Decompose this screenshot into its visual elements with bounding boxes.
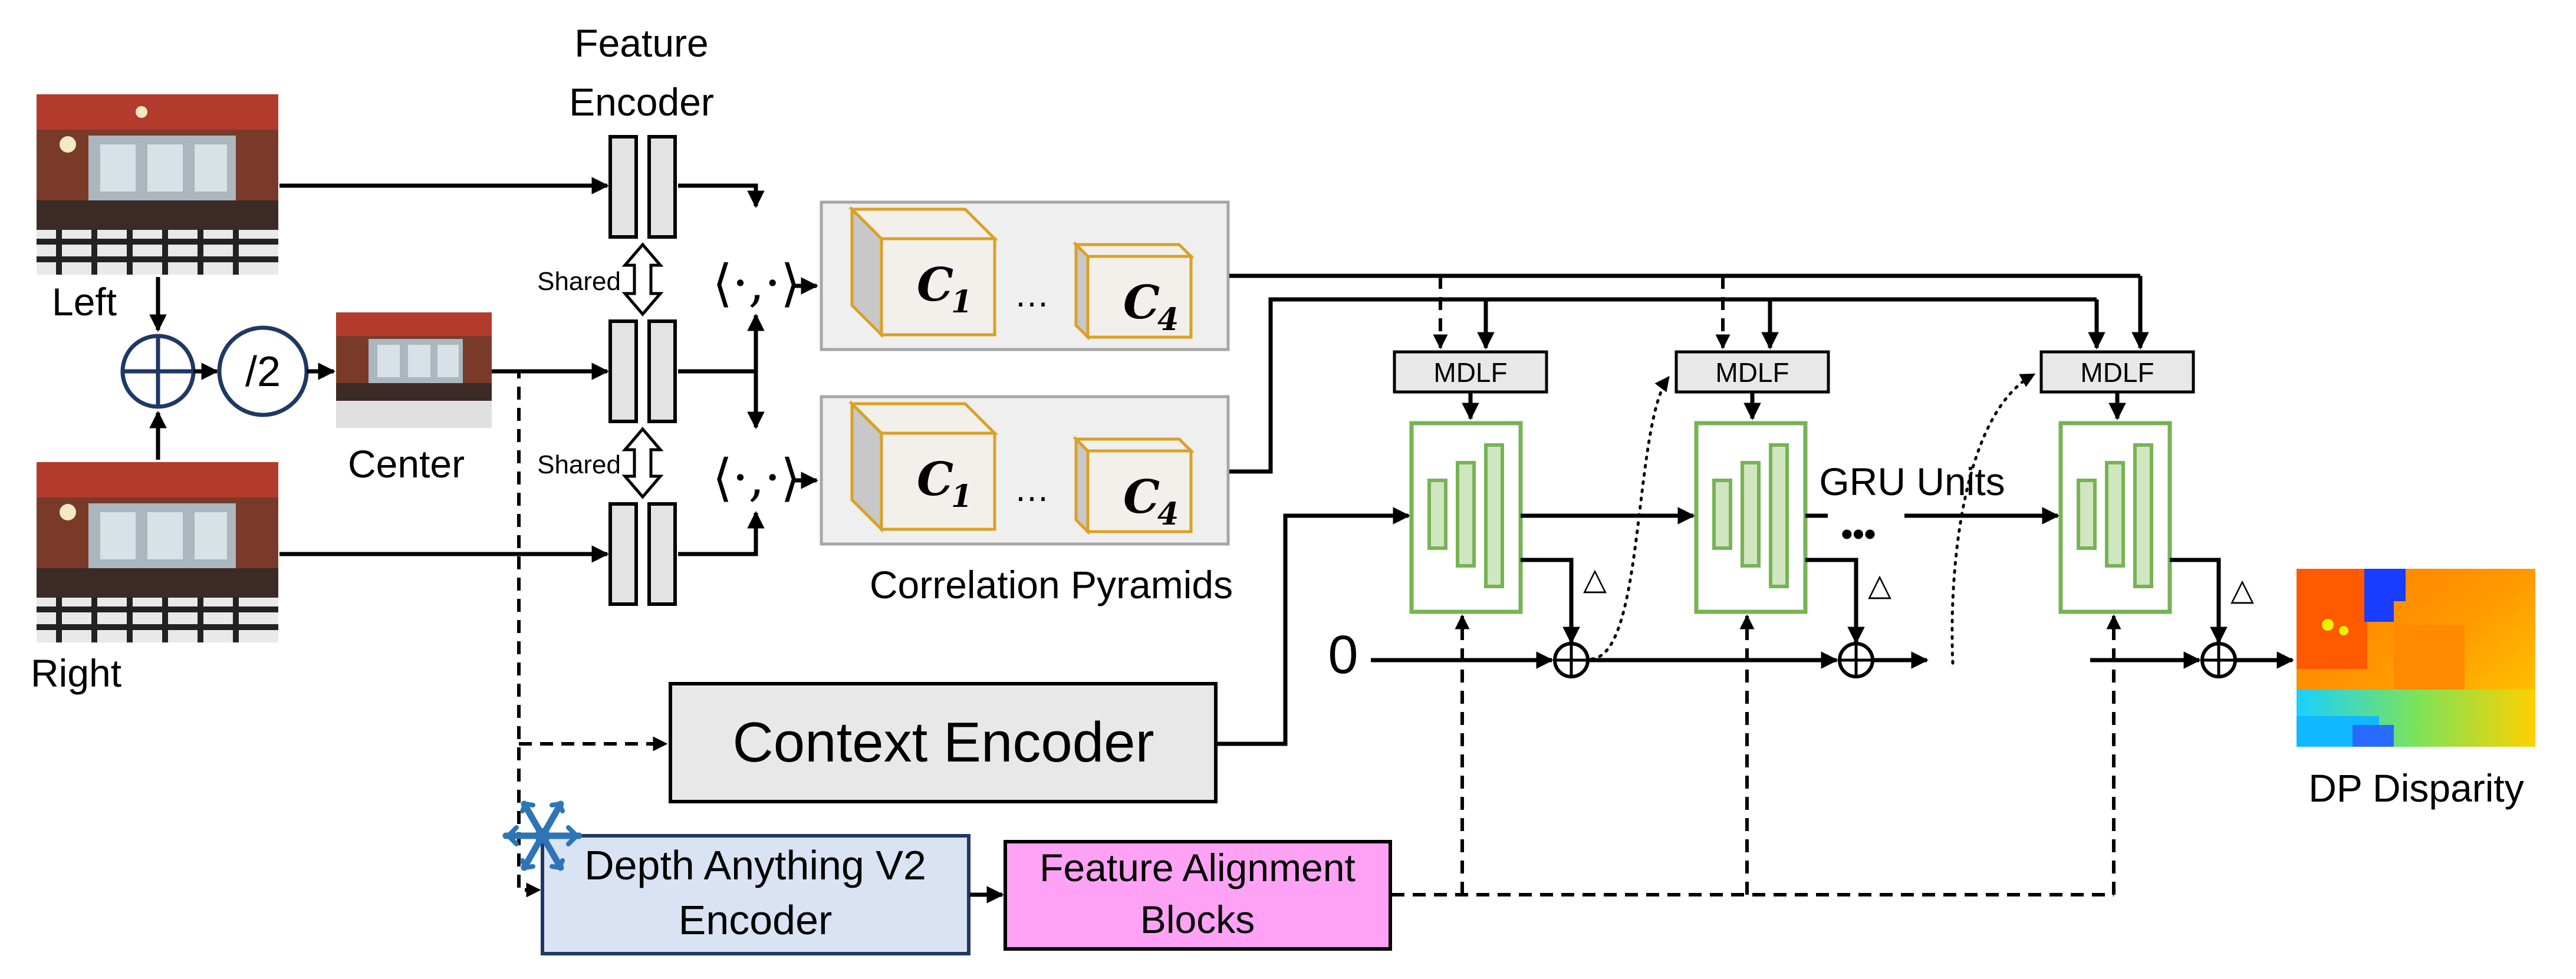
gru-unit-3	[2058, 421, 2172, 614]
c1-top-label: C	[917, 258, 953, 312]
gru-unit-1	[1409, 421, 1523, 614]
right-image	[37, 462, 278, 642]
delta-label-2: △	[1868, 568, 1891, 603]
right-label: Right	[31, 651, 121, 695]
feature-encoder-top	[608, 135, 677, 239]
depth-anything-label-line1: Depth Anything V2	[584, 842, 926, 888]
cube-c1-bottom	[848, 400, 999, 533]
circled-plus-icon	[1553, 642, 1590, 678]
cube-c1-top	[848, 205, 999, 339]
shared-label-bottom: Shared	[537, 450, 621, 479]
c4-bottom-sub: 4	[1157, 496, 1179, 532]
correlation-pyramid-bottom: …	[820, 395, 1230, 546]
gru-ellipsis: •••	[1841, 515, 1876, 552]
feature-alignment-block: Feature Alignment Blocks	[1004, 840, 1392, 951]
inner-product-top: ⟨·,·⟩	[712, 254, 800, 313]
feature-encoder-middle	[608, 319, 677, 423]
feature-encoder-bottom	[608, 502, 677, 606]
mdlf-block-2: MDLF	[1674, 350, 1830, 394]
depth-anything-label-line2: Encoder	[679, 897, 833, 943]
feature-alignment-label-line1: Feature Alignment	[1039, 846, 1356, 889]
shared-arrow-bottom	[621, 427, 664, 499]
zero-label: 0	[1328, 625, 1358, 685]
shared-label-top: Shared	[537, 267, 621, 296]
c4-top-label: C	[1123, 276, 1160, 329]
c4-top-sub: 4	[1157, 302, 1179, 338]
inner-product-bottom: ⟨·,·⟩	[712, 449, 800, 507]
mdlf-block-3: MDLF	[2039, 350, 2195, 394]
div2-label: /2	[245, 348, 281, 395]
feature-encoder-title-line2: Encoder	[569, 80, 714, 124]
snowflake-icon	[502, 800, 583, 871]
dp-disparity-label: DP Disparity	[2308, 766, 2524, 810]
mdlf-block-1: MDLF	[1393, 350, 1548, 394]
center-image	[336, 312, 492, 428]
delta-label-3: △	[2230, 572, 2254, 608]
shared-arrow-top	[621, 242, 664, 317]
c1-top-sub: 1	[951, 284, 972, 320]
feature-alignment-label-line2: Blocks	[1140, 898, 1255, 941]
correlation-pyramid-top: …	[820, 200, 1230, 351]
ellipsis-top: …	[1014, 275, 1050, 314]
ellipsis-bottom: …	[1014, 469, 1050, 509]
gru-units-label: GRU Units	[1819, 460, 2005, 503]
delta-label-1: △	[1583, 562, 1607, 597]
c1-bottom-sub: 1	[951, 479, 972, 515]
context-encoder-label: Context Encoder	[732, 711, 1154, 774]
cube-c4-bottom	[1072, 435, 1195, 536]
c1-bottom-label: C	[917, 453, 953, 506]
left-image	[37, 94, 278, 275]
divide-by-two-node: /2	[217, 325, 309, 417]
correlation-pyramids-label: Correlation Pyramids	[870, 563, 1233, 606]
dp-disparity-map	[2297, 569, 2535, 747]
circled-plus-icon	[2200, 642, 2237, 678]
context-encoder-block: Context Encoder	[669, 682, 1218, 803]
cube-c4-top	[1072, 240, 1195, 341]
center-label: Center	[348, 442, 465, 486]
left-label: Left	[52, 280, 117, 324]
c4-bottom-label: C	[1123, 470, 1160, 524]
depth-anything-encoder-block: Depth Anything V2 Encoder	[541, 834, 970, 955]
mdlf-label-2: MDLF	[1715, 357, 1789, 388]
circled-plus-icon	[1838, 642, 1874, 678]
circled-plus-icon	[120, 334, 196, 409]
feature-encoder-title-line1: Feature	[574, 21, 708, 65]
mdlf-label-3: MDLF	[2080, 357, 2154, 388]
mdlf-label-1: MDLF	[1433, 357, 1507, 388]
gru-unit-2	[1694, 421, 1808, 614]
